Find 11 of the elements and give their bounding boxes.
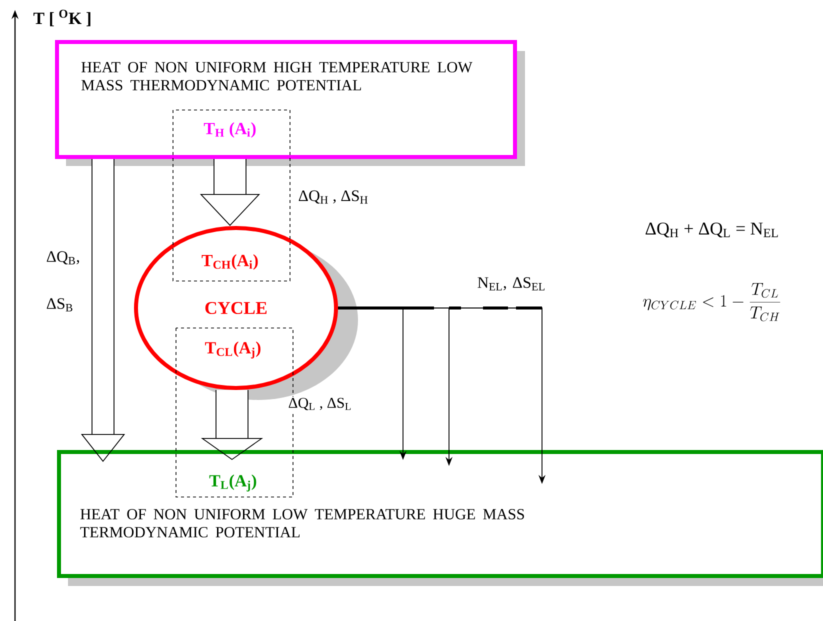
edge-label: N$_{EL}$, ΔS$_{EL}$	[478, 277, 544, 290]
edge-label: ΔQ$_{L}$ , ΔS$_{L}$	[287, 396, 353, 412]
temperature-label: T$_{H}$ (A$_{i}$)	[204, 122, 256, 138]
edge-label: ΔQ$_{H}$ , ΔS$_{H}$	[298, 190, 368, 204]
temperature-label: T$_{CH}$(A$_{i}$)	[202, 254, 258, 270]
equation: ΔQ$_{H}$ + ΔQ$_{L}$ = N$_{EL}$	[646, 222, 778, 238]
edge-label: ΔQ$_{B}$, ΔS$_{B}$	[46, 251, 80, 312]
equation: $\eta_{CYCLE} < 1 - \frac{T_{CL}}{T_{CH}}$	[643, 283, 780, 322]
power-line	[338, 306, 542, 310]
axis-label: T [ $^{O}$K ]	[33, 10, 90, 26]
temperature-label: T$_{CL}$(A$_{j}$)	[205, 342, 260, 358]
